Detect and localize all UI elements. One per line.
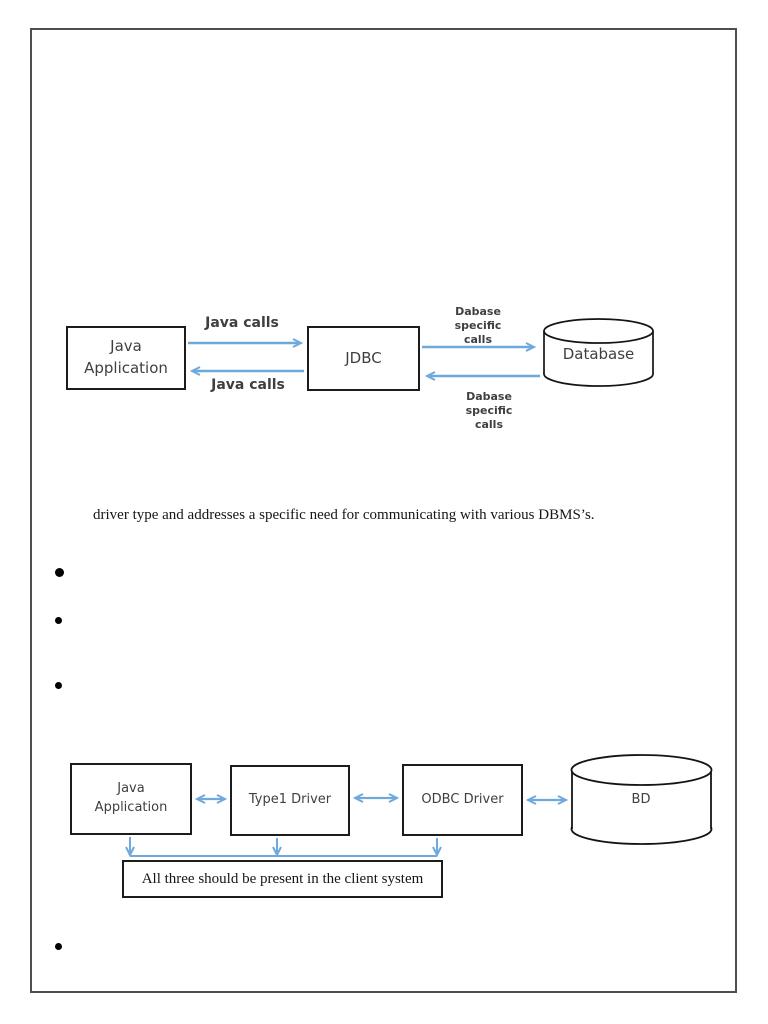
client-system-caption: All three should be present in the clien… xyxy=(141,870,424,887)
jdbc-box: JDBC xyxy=(307,326,420,391)
java-application-box: Java Application xyxy=(66,326,186,390)
java-calls-bottom-label: Java calls xyxy=(211,377,285,393)
jdbc-label: JDBC xyxy=(345,348,382,367)
database-cylinder xyxy=(543,318,654,387)
bd-label: BD xyxy=(631,792,651,807)
bullet-1 xyxy=(55,568,64,577)
db-specific-calls-top-label: Dabase specific calls xyxy=(454,305,502,346)
odbc-driver-label: ODBC Driver xyxy=(421,791,504,807)
java-application-label-2: Java Application xyxy=(94,781,168,815)
java-application-label: Java Application xyxy=(84,337,168,377)
paragraph-text: driver type and addresses a specific nee… xyxy=(93,507,595,523)
database-label: Database xyxy=(562,345,635,363)
bd-cylinder xyxy=(570,754,713,845)
client-system-caption-box: All three should be present in the clien… xyxy=(122,860,443,898)
bullet-3 xyxy=(55,682,62,689)
java-calls-top-label: Java calls xyxy=(205,315,279,331)
bullet-4 xyxy=(55,943,62,950)
odbc-driver-box: ODBC Driver xyxy=(402,764,523,836)
db-specific-calls-bottom-label: Dabase specific calls xyxy=(465,390,513,431)
bullet-2 xyxy=(55,617,62,624)
type1-driver-label: Type1 Driver xyxy=(248,792,332,808)
type1-driver-box: Type1 Driver xyxy=(230,765,350,836)
java-application-box-2: Java Application xyxy=(70,763,192,835)
